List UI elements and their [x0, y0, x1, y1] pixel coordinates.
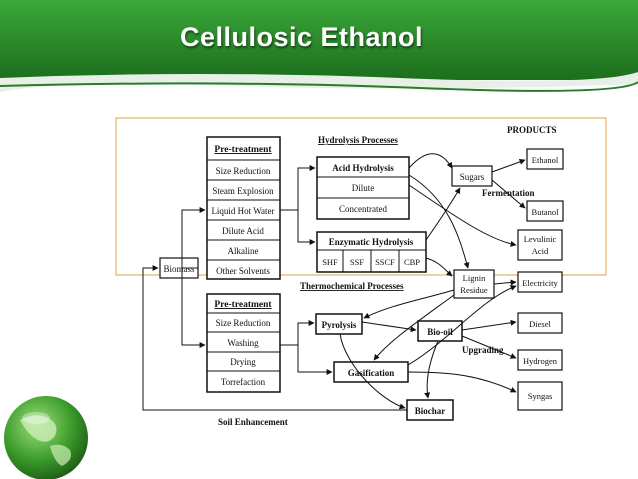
sugars-label: Sugars	[460, 172, 485, 182]
enzymatic-item: CBP	[404, 257, 420, 267]
products-title: PRODUCTS	[507, 125, 557, 135]
hydrogen-label: Hydrogen	[523, 356, 558, 366]
pyrolysis-box	[315, 313, 363, 335]
syngas-box	[517, 381, 563, 411]
header-band	[0, 0, 638, 92]
gasification-label: Gasification	[348, 368, 395, 378]
slide-title: Cellulosic Ethanol	[180, 22, 424, 52]
pretreatment-bottom-group: Pre-treatment Size Reduction Washing Dry…	[206, 293, 281, 393]
biomass-label: Biomass	[163, 264, 195, 274]
pretreatment-bottom-item: Torrefaction	[221, 377, 266, 387]
pretreatment-top-item: Other Solvents	[216, 266, 270, 276]
pretreatment-top-group: Pre-treatment Size Reduction Steam Explo…	[206, 136, 281, 280]
levulinic-label: Levulinic	[524, 234, 557, 244]
acid-item: Concentrated	[339, 204, 387, 214]
enzymatic-hydrolysis-label: Enzymatic Hydrolysis	[329, 237, 414, 247]
fermentation-label: Fermentation	[482, 188, 534, 198]
levulinic-box	[517, 229, 563, 261]
pretreatment-top-item: Alkaline	[228, 246, 259, 256]
pretreatment-bottom-item: Size Reduction	[216, 318, 271, 328]
ethanol-box	[526, 148, 564, 170]
levulinic-label: Acid	[532, 246, 549, 256]
pretreatment-bottom-item: Drying	[230, 357, 256, 367]
highlight-frame	[115, 117, 607, 276]
diesel-label: Diesel	[529, 319, 551, 329]
enzymatic-item: SSCF	[375, 257, 395, 267]
pyrolysis-label: Pyrolysis	[322, 320, 357, 330]
electricity-label: Electricity	[522, 278, 558, 288]
diesel-box	[517, 312, 563, 334]
acid-item: Dilute	[352, 183, 375, 193]
bio-oil-label: Bio-oil	[427, 327, 453, 337]
butanol-label: Butanol	[532, 207, 560, 217]
pretreatment-bottom-header: Pre-treatment	[214, 300, 272, 310]
lignin-label: Lignin	[463, 273, 486, 283]
acid-hydrolysis-label: Acid Hydrolysis	[332, 163, 394, 173]
sugars-box	[451, 165, 493, 187]
bio-oil-box	[417, 320, 463, 342]
enzymatic-hydrolysis-group: Enzymatic Hydrolysis SHF SSF SSCF CBP	[316, 231, 427, 273]
hydrogen-box	[517, 349, 563, 371]
pretreatment-bottom-item: Washing	[227, 338, 259, 348]
ethanol-label: Ethanol	[532, 155, 559, 165]
globe-icon	[4, 396, 88, 479]
biochar-label: Biochar	[415, 406, 446, 416]
thermo-title: Thermochemical Processes	[300, 281, 404, 291]
soil-enhancement-label: Soil Enhancement	[218, 417, 288, 427]
pretreatment-top-item: Size Reduction	[216, 166, 271, 176]
pretreatment-top-item: Dilute Acid	[222, 226, 264, 236]
pretreatment-top-item: Liquid Hot Water	[211, 206, 274, 216]
acid-hydrolysis-group: Acid Hydrolysis Dilute Concentrated	[316, 156, 410, 220]
pretreatment-top-header: Pre-treatment	[214, 145, 272, 155]
enzymatic-item: SHF	[322, 257, 338, 267]
butanol-box	[526, 200, 564, 222]
hydrolysis-title: Hydrolysis Processes	[318, 135, 398, 145]
enzymatic-item: SSF	[350, 257, 364, 267]
lignin-box	[453, 269, 495, 299]
lignin-label: Residue	[460, 285, 488, 295]
upgrading-label: Upgrading	[462, 345, 504, 355]
syngas-label: Syngas	[528, 391, 553, 401]
electricity-box	[517, 271, 563, 293]
pretreatment-top-item: Steam Explosion	[212, 186, 274, 196]
